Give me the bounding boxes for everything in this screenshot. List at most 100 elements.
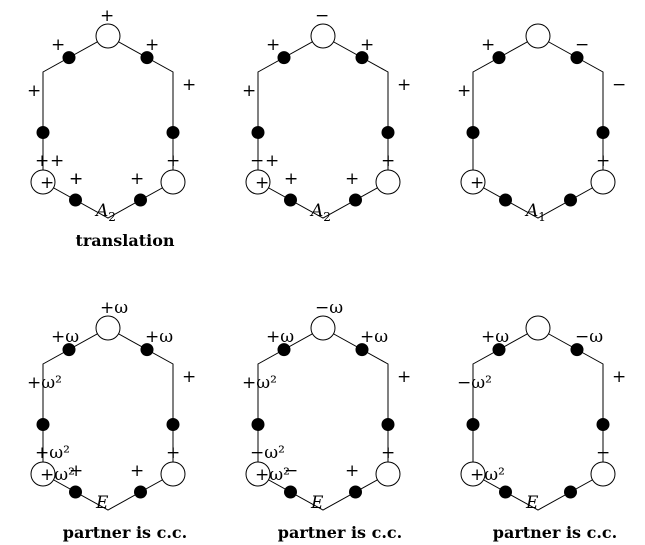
filled-site-dot (251, 126, 265, 139)
phase-label: + (345, 169, 359, 189)
open-site-circle (95, 315, 121, 341)
phase-label: + (397, 367, 411, 387)
phase-label: −ω² (457, 373, 492, 393)
hexagon-outline (472, 35, 604, 219)
phase-label: − (284, 169, 298, 189)
phase-label: + (69, 169, 83, 189)
phase-label: + (166, 151, 180, 171)
filled-site-dot (69, 193, 82, 207)
hexagon-diagram: −+++−+++−+++A2 (242, 6, 411, 224)
phase-label: +ω (360, 327, 388, 347)
phase-label: +ω² (470, 465, 505, 485)
phase-label: + (166, 443, 180, 463)
open-site-circle (375, 169, 401, 195)
diagram-caption: partner is c.c. (63, 523, 187, 542)
phase-label: −ω² (250, 443, 285, 463)
irrep-label: E (95, 493, 109, 513)
diagram-caption: partner is c.c. (278, 523, 402, 542)
filled-site-dot (134, 193, 147, 207)
phase-label: + (381, 443, 395, 463)
hexagon-outline (257, 35, 389, 219)
filled-site-dot (166, 418, 180, 431)
phase-label: + (50, 151, 64, 171)
filled-site-dot (62, 51, 76, 65)
phase-label: −ω (315, 298, 343, 318)
open-site-circle (310, 315, 336, 341)
open-site-circle (160, 461, 186, 487)
filled-site-dot (492, 343, 506, 357)
phase-label: − (575, 35, 589, 55)
phase-label: +ω (145, 327, 173, 347)
filled-site-dot (284, 485, 297, 499)
phase-label: −ω (575, 327, 603, 347)
filled-site-dot (62, 343, 76, 357)
phase-label: + (40, 173, 54, 193)
filled-site-dot (134, 485, 147, 499)
phase-label: + (397, 75, 411, 95)
phase-label: + (130, 169, 144, 189)
open-site-circle (245, 169, 271, 195)
open-site-circle (460, 169, 486, 195)
phase-label: + (265, 151, 279, 171)
phase-label: + (284, 169, 298, 189)
phase-label: − (250, 151, 264, 171)
open-site-circle (375, 461, 401, 487)
filled-site-dot (466, 126, 480, 139)
open-site-circle (590, 169, 616, 195)
irrep-label: A2 (309, 201, 331, 224)
phase-label: +ω (51, 327, 79, 347)
filled-site-dot (499, 485, 512, 499)
filled-site-dot (564, 193, 577, 207)
filled-site-dot (466, 418, 480, 431)
open-site-circle (525, 23, 551, 49)
phase-label: +ω² (27, 373, 62, 393)
irrep-label: E (310, 493, 324, 513)
filled-site-dot (140, 343, 154, 357)
phase-label: + (145, 35, 159, 55)
phase-label: + (35, 151, 49, 171)
phase-label: + (182, 367, 196, 387)
phase-label: + (481, 35, 495, 55)
filled-site-dot (596, 418, 610, 431)
phase-label: +ω² (40, 465, 75, 485)
phase-label: + (360, 35, 374, 55)
open-site-circle (30, 169, 56, 195)
filled-site-dot (36, 418, 50, 431)
phase-label: − (612, 75, 626, 95)
phase-label: − (315, 6, 329, 26)
filled-site-dot (277, 51, 291, 65)
open-site-circle (160, 169, 186, 195)
filled-site-dot (251, 418, 265, 431)
filled-site-dot (570, 343, 584, 357)
hexagon-outline (472, 327, 604, 511)
filled-site-dot (381, 418, 395, 431)
phase-label: +ω (481, 327, 509, 347)
phase-label: + (470, 173, 484, 193)
diagram-caption: translation (75, 231, 174, 250)
phase-label: − (284, 461, 298, 481)
phase-label: + (27, 81, 41, 101)
filled-site-dot (277, 343, 291, 357)
irrep-label: E (525, 493, 539, 513)
phase-label: +ω (100, 298, 128, 318)
phase-label: + (381, 151, 395, 171)
phase-label: + (612, 367, 626, 387)
irrep-label: A1 (524, 201, 546, 224)
filled-site-dot (499, 193, 512, 207)
open-site-circle (590, 461, 616, 487)
phase-label: + (51, 35, 65, 55)
phase-label: + (345, 461, 359, 481)
irrep-label: A2 (94, 201, 116, 224)
filled-site-dot (166, 126, 180, 139)
hexagon-outline (42, 35, 174, 219)
phase-label: + (69, 461, 83, 481)
filled-site-dot (140, 51, 154, 65)
phase-label: +ω² (35, 443, 70, 463)
phase-label: + (596, 151, 610, 171)
phase-label: + (182, 75, 196, 95)
open-site-circle (95, 23, 121, 49)
